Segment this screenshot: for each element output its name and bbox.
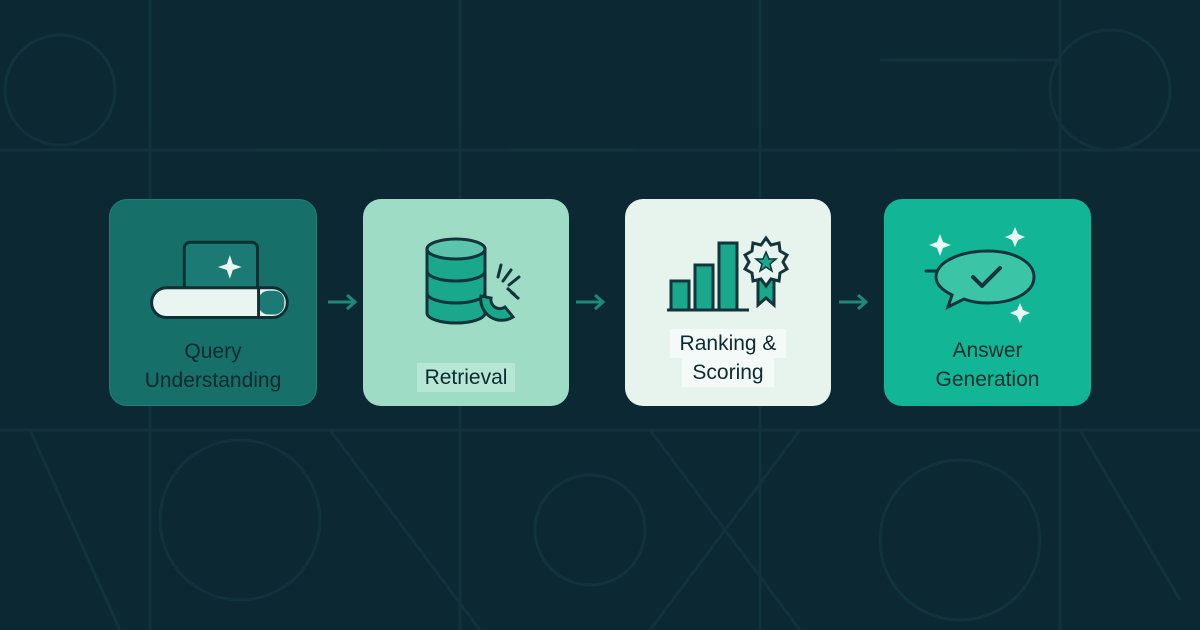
database-magnet-icon [425,237,521,325]
step-label-line-2: Generation [935,368,1040,391]
step-label: Ranking & Scoring [625,329,831,387]
step-answer-generation: Answer Generation [884,199,1091,406]
arrow-right-icon [839,293,868,311]
arrow-right-icon [328,293,357,311]
arrow-right-icon [576,293,605,311]
step-label-line-1: Retrieval [416,363,516,392]
step-ranking-scoring: Ranking & Scoring [625,199,831,406]
step-label: Query Understanding [110,337,316,395]
step-label-line-1: Query [184,340,242,363]
step-label: Retrieval [363,363,569,392]
step-label-line-1: Answer [952,339,1023,362]
step-label-line-2: Scoring [682,358,774,387]
step-label-line-2: Understanding [144,369,282,392]
step-label-line-1: Ranking & [669,329,787,358]
bar-chart-award-icon [667,235,790,312]
step-query-understanding: Query Understanding [109,199,317,406]
chat-check-sparkle-icon [924,227,1036,323]
search-bar-sparkle-icon [150,240,289,319]
step-label: Answer Generation [884,336,1091,394]
step-retrieval: Retrieval [363,199,569,406]
